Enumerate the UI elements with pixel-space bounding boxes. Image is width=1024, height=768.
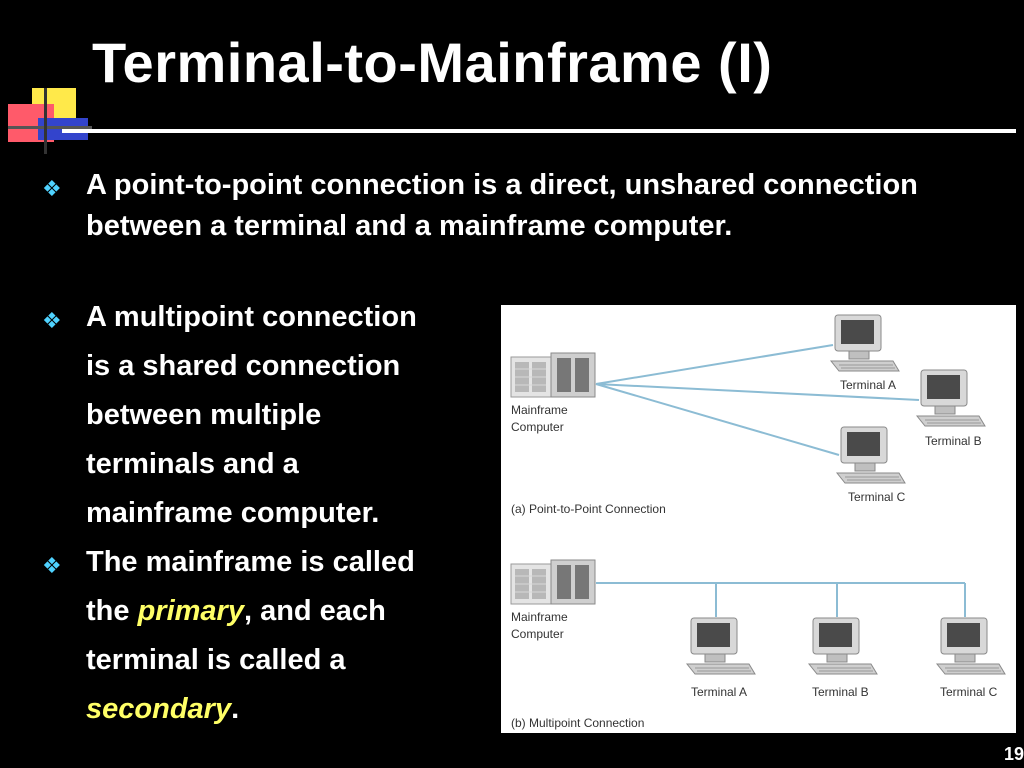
mainframe-label: Mainframe [511, 610, 568, 624]
terminal-icon [836, 426, 906, 484]
terminal-b-label: Terminal B [925, 434, 982, 448]
bullet-line: The mainframe is called [86, 546, 415, 578]
title-divider [62, 129, 1016, 133]
bullet-point-to-point: ❖ A point-to-point connection is a direc… [42, 165, 926, 247]
bullet-primary-secondary: ❖ The mainframe is called the primary, a… [42, 538, 506, 734]
terminal-a-label: Terminal A [691, 685, 747, 699]
bullet-line: terminals and a [86, 448, 299, 480]
secondary-term: secondary [86, 693, 232, 725]
terminal-c-label: Terminal C [940, 685, 998, 699]
diamond-bullet-icon: ❖ [42, 308, 62, 333]
slide-title: Terminal-to-Mainframe (I) [92, 31, 773, 94]
multipoint-diagram: Mainframe Computer Terminal A Terminal B… [510, 559, 1006, 730]
terminal-icon [936, 617, 1006, 675]
mainframe-label: Mainframe [511, 403, 568, 417]
page-number: 19 [1003, 744, 1024, 764]
bullet-line: is a shared connection [86, 350, 401, 382]
mainframe-icon [510, 559, 596, 605]
mainframe-icon [510, 352, 596, 398]
mainframe-label: Computer [511, 420, 564, 434]
diamond-bullet-icon: ❖ [42, 176, 62, 201]
point-to-point-diagram: Mainframe Computer Terminal A Terminal B… [510, 314, 986, 516]
bullet-text: the [86, 595, 138, 627]
connection-diagram: Mainframe Computer Terminal A Terminal B… [501, 305, 1016, 733]
slide-logo-decoration [8, 88, 92, 160]
bullet-line: secondary. [86, 685, 506, 734]
figure-caption: (b) Multipoint Connection [511, 716, 644, 730]
terminal-icon [916, 369, 986, 427]
bullet-multipoint: ❖ A multipoint connection is a shared co… [42, 293, 506, 538]
bullet-line: mainframe computer. [86, 497, 380, 529]
terminal-c-label: Terminal C [848, 490, 906, 504]
mainframe-label: Computer [511, 627, 564, 641]
bullet-line: between multiple [86, 399, 322, 431]
bullet-text: , and each [243, 595, 386, 627]
terminal-icon [686, 617, 756, 675]
bullet-text: A point-to-point connection is a direct,… [86, 169, 918, 242]
bullet-line: the primary, and each [86, 587, 506, 636]
figure-caption: (a) Point-to-Point Connection [511, 502, 666, 516]
bullet-text: . [231, 693, 240, 725]
terminal-icon [808, 617, 878, 675]
bullet-line: A multipoint connection [86, 301, 417, 333]
terminal-b-label: Terminal B [812, 685, 869, 699]
terminal-a-label: Terminal A [840, 378, 896, 392]
bullet-line: terminal is called a [86, 644, 346, 676]
primary-term: primary [137, 595, 244, 627]
diamond-bullet-icon: ❖ [42, 553, 62, 578]
terminal-icon [830, 314, 900, 372]
